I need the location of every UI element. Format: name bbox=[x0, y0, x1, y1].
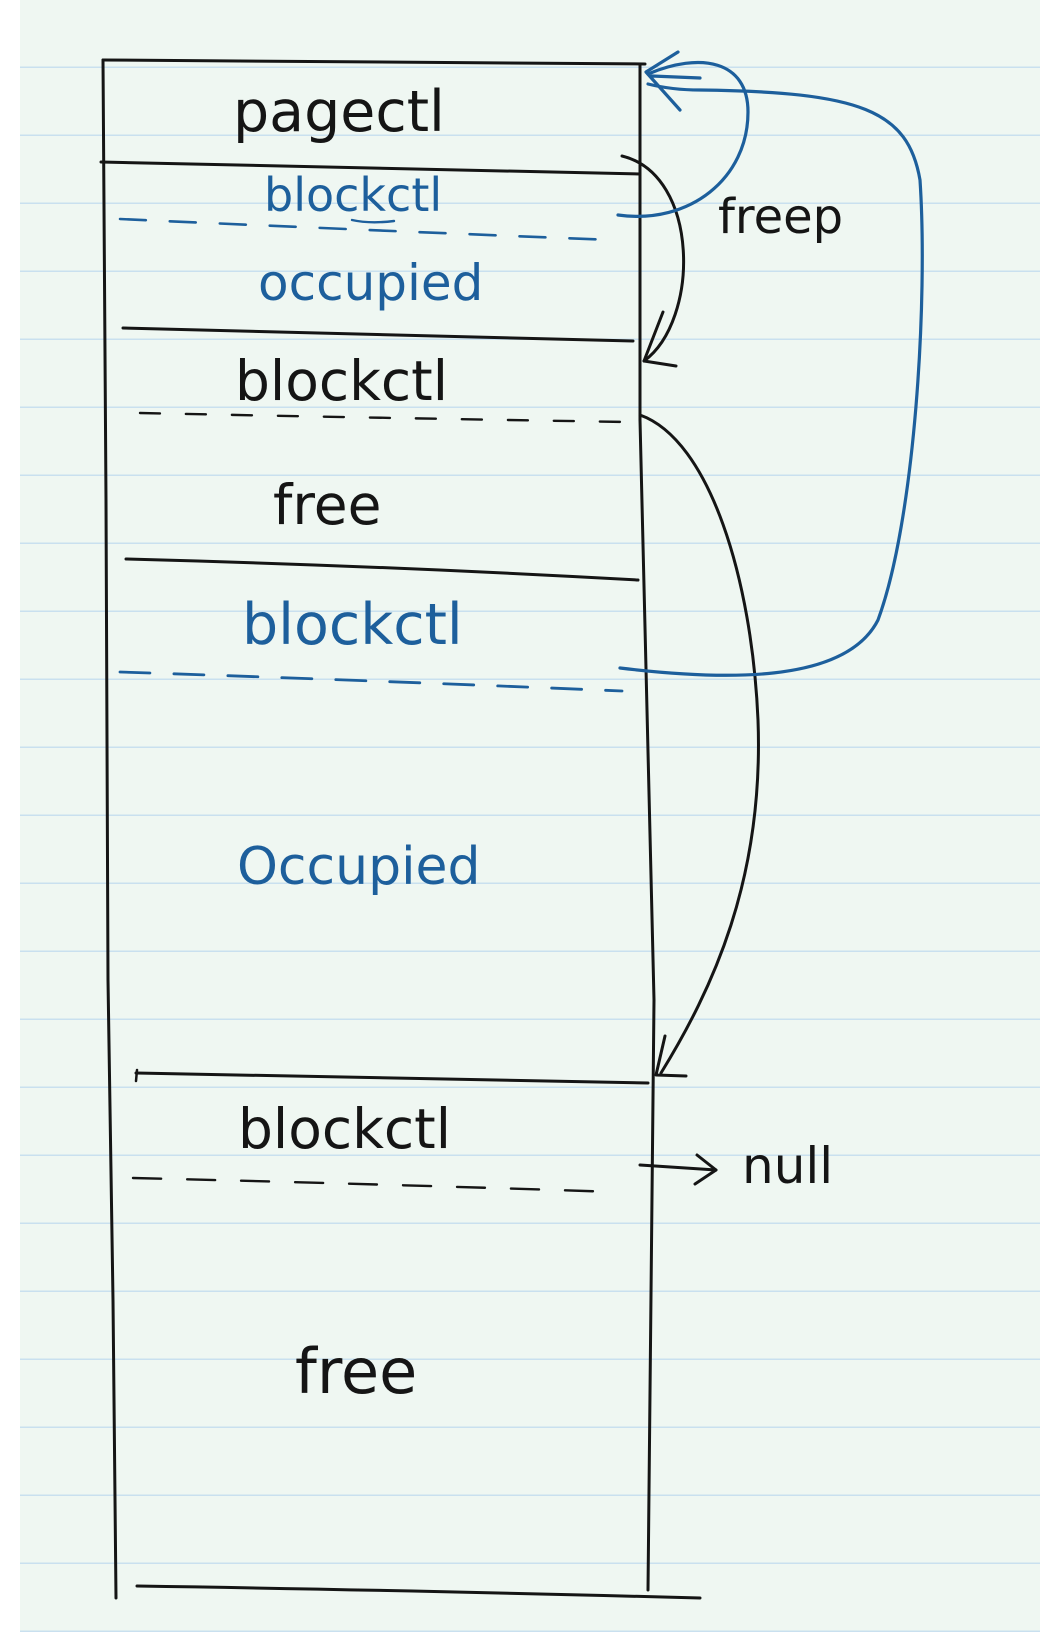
label-free-2: free bbox=[295, 1335, 417, 1408]
divider-occupied-bottom bbox=[121, 326, 635, 343]
label-blockctl-3: blockctl bbox=[242, 592, 463, 658]
ruled-paper-background bbox=[20, 0, 1040, 1632]
label-blockctl-4: blockctl bbox=[238, 1097, 451, 1161]
pointer-arrows bbox=[616, 50, 924, 1186]
dashed-blockctl-3-bottom bbox=[118, 670, 624, 693]
label-free-1: free bbox=[273, 473, 381, 537]
arrowhead-page-top bbox=[644, 50, 702, 112]
page-right-edge bbox=[638, 62, 656, 1592]
dashed-blockctl-4-bottom bbox=[131, 1176, 617, 1194]
label-pagectl: pagectl bbox=[233, 79, 445, 145]
label-null: null bbox=[742, 1137, 833, 1195]
dashed-blockctl-2-bottom bbox=[138, 411, 630, 424]
section-dividers bbox=[99, 160, 650, 1194]
arrow-to-null bbox=[638, 1163, 718, 1172]
arrowhead-null bbox=[693, 1153, 718, 1186]
label-occupied-2: Occupied bbox=[237, 837, 481, 897]
arrowhead-block4 bbox=[654, 1034, 688, 1078]
divider-tick bbox=[134, 1068, 139, 1083]
dashed-blockctl-1-bottom bbox=[118, 217, 614, 242]
label-blockctl-2: blockctl bbox=[235, 349, 448, 413]
underline-blockctl-1 bbox=[350, 218, 396, 224]
page-left-edge bbox=[101, 58, 118, 1600]
page-top-edge bbox=[101, 58, 647, 66]
page-outline bbox=[101, 58, 702, 1600]
label-occupied-1: occupied bbox=[258, 254, 483, 312]
divider-occupied2-bottom bbox=[134, 1071, 650, 1085]
arrow-block2-to-block4 bbox=[638, 413, 760, 1075]
labels: pagectl blockctl occupied blockctl free … bbox=[233, 79, 843, 1408]
divider-pagectl-bottom bbox=[99, 160, 642, 176]
arrowhead-block2 bbox=[642, 310, 678, 368]
arrow-block1-to-block2 bbox=[620, 154, 686, 363]
divider-free-bottom bbox=[124, 557, 640, 582]
page-bottom-edge bbox=[135, 1584, 702, 1600]
label-blockctl-1: blockctl bbox=[264, 168, 442, 222]
arrow-block3-to-top bbox=[618, 82, 924, 677]
arrow-freep-loop bbox=[616, 61, 750, 218]
label-freep: freep bbox=[718, 189, 843, 245]
